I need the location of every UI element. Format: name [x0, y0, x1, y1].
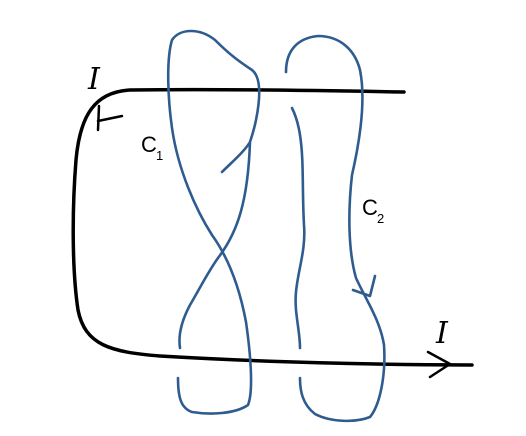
loop2-label: C: [362, 195, 378, 220]
wire-arrow-right: [426, 350, 452, 379]
current-label-bottom: I: [435, 316, 449, 351]
current-label-top: I: [87, 62, 101, 97]
loop-c2-arrow: [351, 274, 377, 298]
wire-arrow-left: [96, 104, 124, 132]
loop-c2: [284, 34, 386, 423]
loop1-label: C: [141, 132, 157, 157]
loop-c1: [166, 29, 261, 415]
loop2-subscript: 2: [377, 211, 384, 226]
loop1-subscript: 1: [156, 148, 163, 163]
current-wire: [71, 87, 474, 367]
